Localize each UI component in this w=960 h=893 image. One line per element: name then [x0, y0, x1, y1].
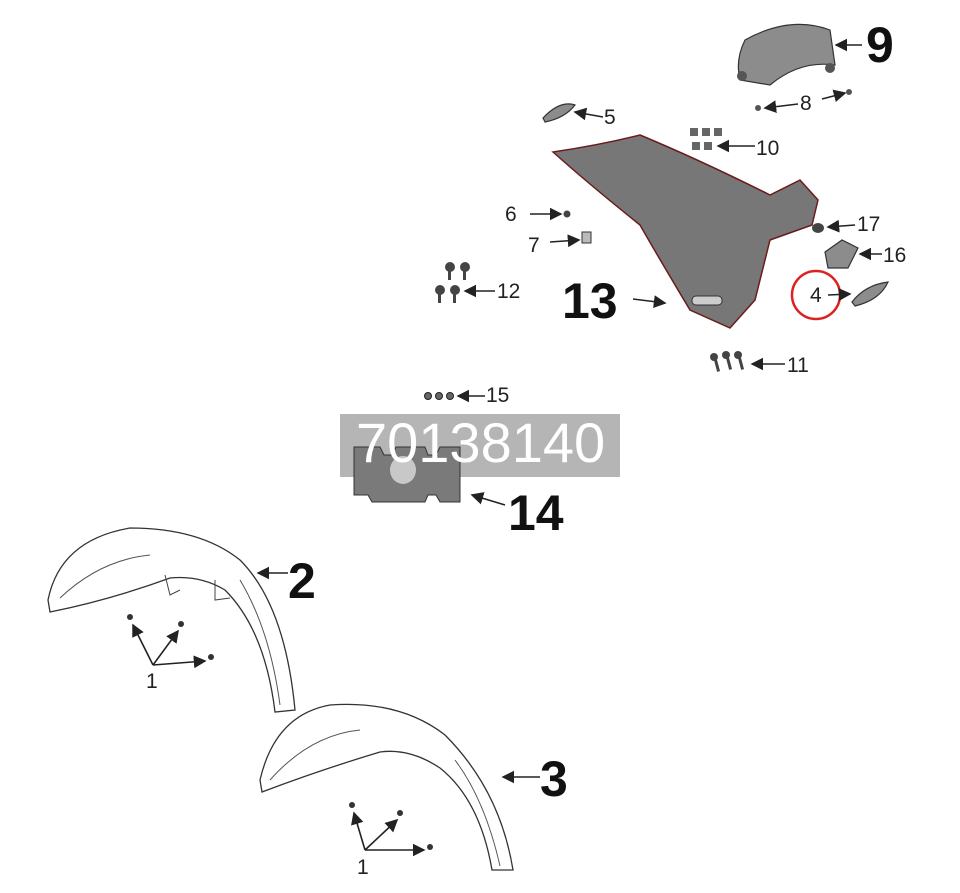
- label-16: 16: [883, 244, 906, 267]
- part-1-screws-b: [349, 802, 433, 850]
- part-4-clip: [851, 281, 889, 307]
- part-1-screws-a: [127, 614, 214, 660]
- label-6: 6: [505, 203, 517, 226]
- label-17: 17: [857, 213, 880, 236]
- label-13: 13: [562, 273, 618, 329]
- part-15-washers: [424, 392, 454, 400]
- part-7-clip: [581, 231, 592, 244]
- label-11: 11: [787, 354, 809, 377]
- label-8: 8: [800, 92, 812, 115]
- label-15: 15: [486, 384, 509, 407]
- label-3: 3: [540, 751, 568, 807]
- part-2-front-fender: [47, 527, 296, 713]
- part-13-undertray: [551, 134, 819, 329]
- part-12-bolts: [435, 262, 470, 303]
- part-9-cover: [737, 23, 836, 86]
- label-4: 4: [810, 284, 822, 307]
- label-10: 10: [756, 137, 779, 160]
- part-10-nuts: [690, 128, 722, 150]
- label-9: 9: [866, 17, 894, 73]
- label-5: 5: [604, 106, 616, 129]
- part-3-rear-fender: [259, 703, 514, 871]
- part-8-screws: [755, 89, 852, 111]
- part-5-clip: [542, 103, 576, 123]
- label-14: 14: [508, 485, 564, 541]
- label-1b: 1: [357, 856, 369, 879]
- part-17-grommet: [812, 223, 824, 233]
- label-12: 12: [497, 280, 520, 303]
- label-7: 7: [528, 234, 540, 257]
- label-2: 2: [288, 553, 316, 609]
- watermark-text: 70138140: [356, 411, 605, 474]
- part-6-screw: [563, 210, 571, 218]
- part-11-screws: [710, 351, 745, 372]
- part-16-bracket: [824, 239, 859, 269]
- label-1a: 1: [146, 670, 158, 693]
